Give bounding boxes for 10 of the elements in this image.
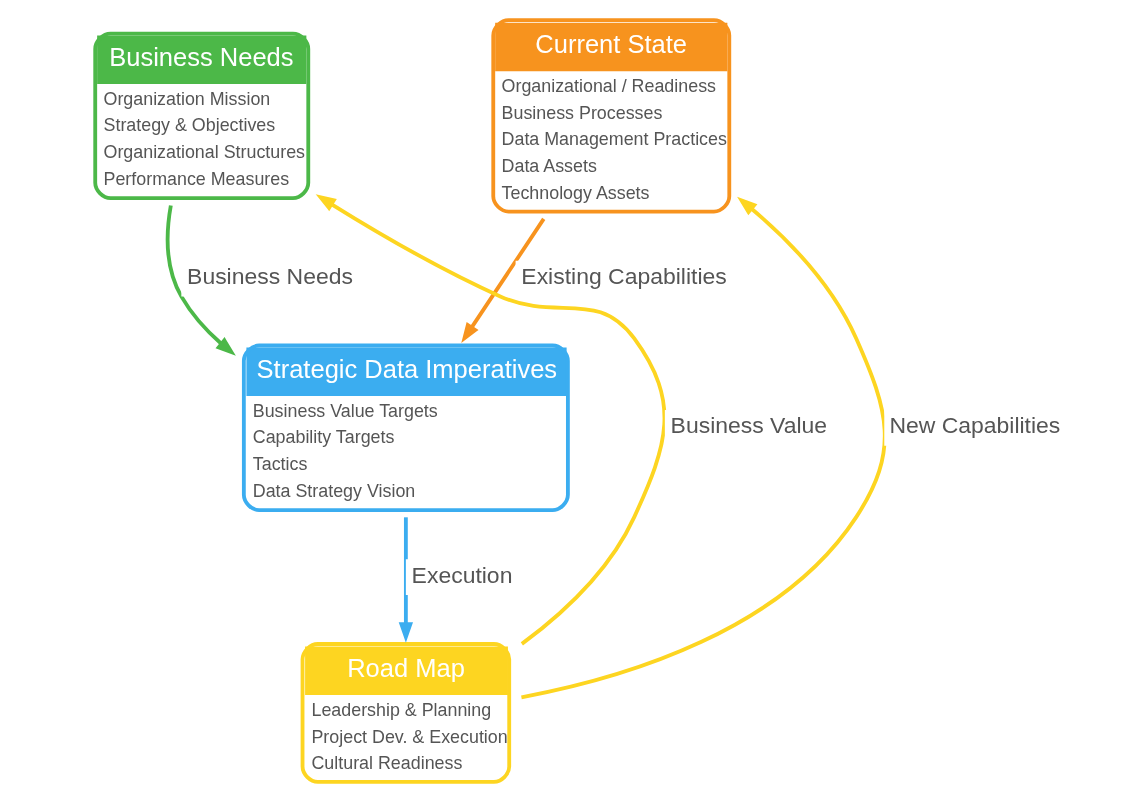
arrow xyxy=(398,517,413,643)
edge-label: Execution xyxy=(411,561,512,588)
arrow xyxy=(520,196,886,700)
arrow xyxy=(315,194,666,646)
arrow xyxy=(460,217,545,344)
edge-label: Existing Capabilities xyxy=(520,263,727,290)
arrow xyxy=(165,205,236,356)
edge-label: Business Value xyxy=(670,412,827,439)
edge-label: New Capabilities xyxy=(888,412,1060,439)
edge-label: Business Needs xyxy=(186,263,353,290)
